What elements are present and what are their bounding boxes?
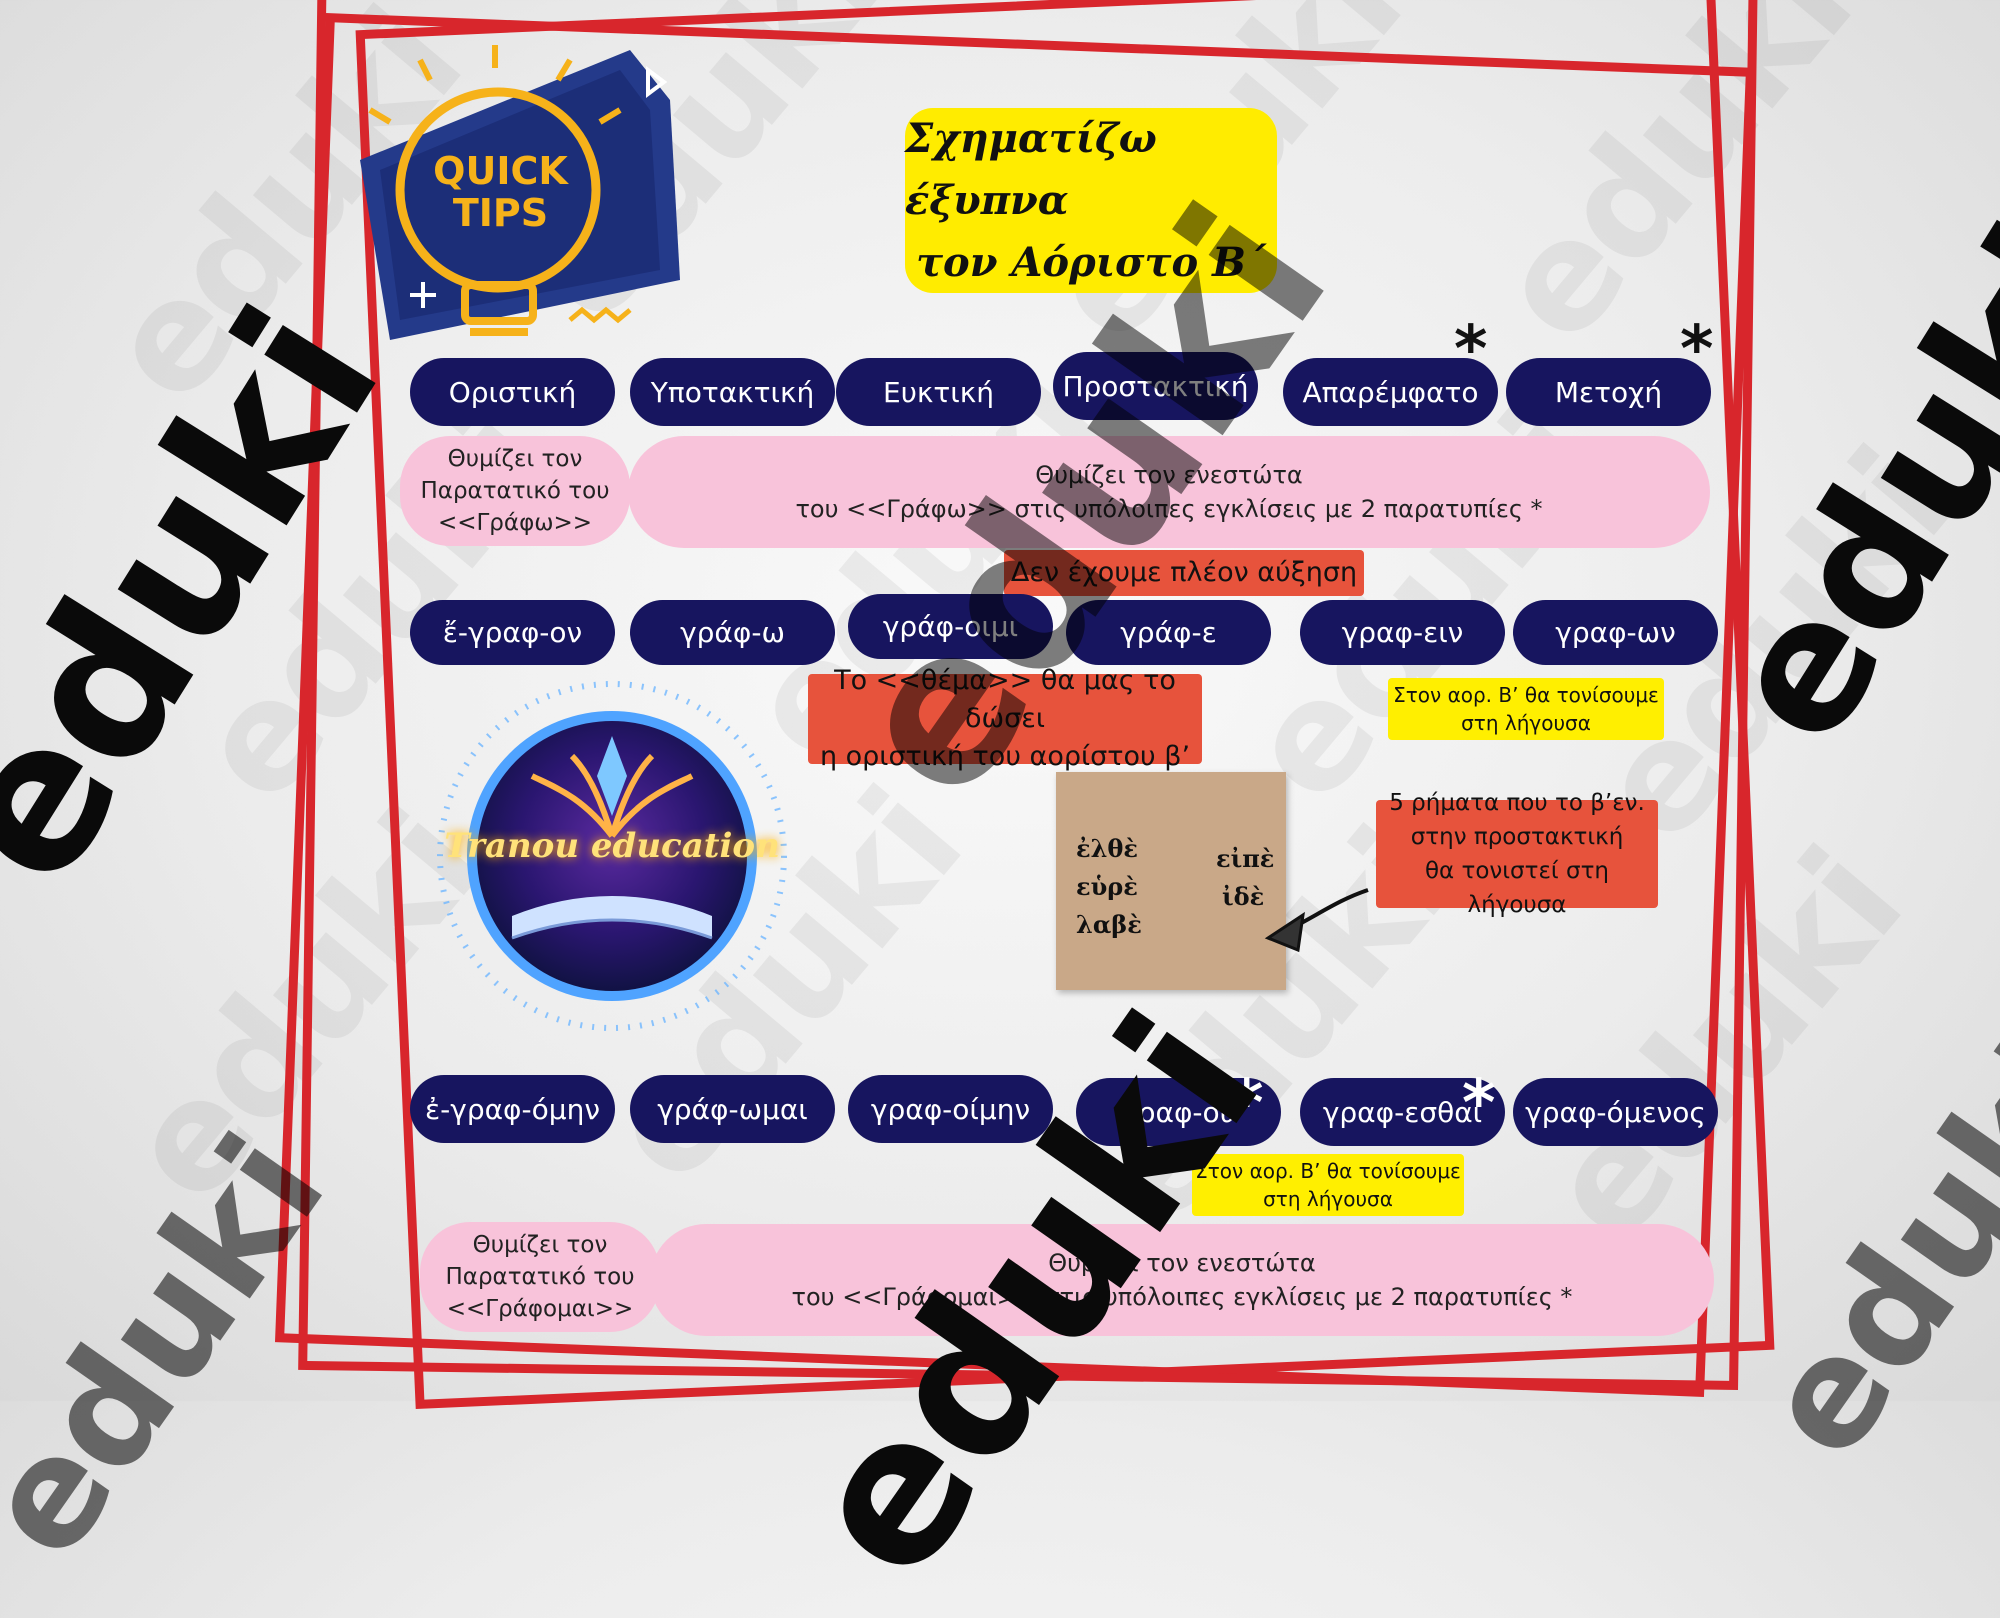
form-passive-optative: γραφ-οίμην [848,1075,1053,1143]
passive-accent-line-1: Στον αορ. Β’ θα τονίσουμε [1195,1159,1461,1183]
imperative-word: ἰδὲ [1222,882,1265,911]
logo-emblem-icon [437,681,787,1031]
quick-tips-text: QUICK TIPS [428,150,573,234]
passive-present-line-1: Θυμίζει τον ενεστώτα [1048,1249,1316,1277]
title-line-2: τον Αόριστο Β΄ [916,238,1266,286]
five-verbs-note: 5 ρήματα που το β’εν. στην προστακτική θ… [1376,790,1658,918]
active-accent-note: Στον αορ. Β’ θα τονίσουμε στη λήγουσα [1388,678,1664,740]
active-imperfect-note: Θυμίζει τον Παρατατικό του <<Γράφω>> [400,436,630,546]
quick-tips-badge: QUICK TIPS [330,40,690,370]
form-active-subjunctive: γράφ-ω [630,600,835,665]
mood-participle: Μετοχή [1506,358,1711,426]
asterisk-mark: * [1462,1067,1496,1141]
imperative-word: λαβὲ [1076,910,1142,939]
active-present-note: Θυμίζει τον ενεστώτα του <<Γράφω>> στις … [628,436,1710,548]
five-verbs-line-3: θα τονιστεί στη λήγουσα [1424,858,1610,918]
logo-text: Tranou education [444,826,780,866]
passive-present-line-2: του <<Γράφομαι>> στις υπόλοιπες εγκλίσει… [791,1283,1573,1311]
tips-label: TIPS [452,191,549,235]
imperative-word: ἐλθὲ [1076,834,1139,863]
form-passive-indicative: ἐ-γραφ-όμην [410,1075,615,1143]
mood-infinitive: Απαρέμφατο [1283,358,1498,426]
passive-present-note: Θυμίζει τον ενεστώτα του <<Γράφομαι>> στ… [650,1224,1714,1336]
active-accent-line-2: στη λήγουσα [1461,711,1591,735]
theme-line-2: η οριστική του αορίστου β’ [819,741,1191,772]
theme-line-1: Το <<θέμα>> θα μας το δώσει [834,665,1176,734]
mood-indicative: Οριστική [410,358,615,426]
mood-subjunctive: Υποτακτική [630,358,835,426]
form-active-infinitive: γραφ-ειν [1300,600,1505,665]
asterisk-mark: * [1680,313,1714,387]
imperatives-note-paper: ἐλθὲ εὑρὲ λαβὲ εἰπὲ ἰδὲ [1056,772,1286,990]
theme-note: Το <<θέμα>> θα μας το δώσει η οριστική τ… [808,665,1202,772]
mood-imperative: Προστακτική [1053,352,1258,420]
imperative-word: εὑρὲ [1076,872,1138,901]
imperative-word: εἰπὲ [1216,844,1275,873]
form-passive-subjunctive: γράφ-ωμαι [630,1075,835,1143]
title-line-1: Σχηματίζω έξυπνα [905,114,1157,224]
form-active-indicative: ἔ-γραφ-ον [410,600,615,665]
asterisk-mark: * [1230,1067,1264,1141]
quick-label: QUICK [433,149,568,193]
active-present-line-1: Θυμίζει τον ενεστώτα [1035,461,1303,489]
form-active-imperative: γράφ-ε [1066,600,1271,665]
form-passive-participle: γραφ-όμενος [1513,1078,1718,1146]
mood-optative: Ευκτική [836,358,1041,426]
passive-accent-note: Στον αορ. Β’ θα τονίσουμε στη λήγουσα [1192,1154,1464,1216]
form-active-participle: γραφ-ων [1513,600,1718,665]
passive-imperfect-note: Θυμίζει τον Παρατατικό του <<Γράφομαι>> [420,1222,660,1332]
five-verbs-line-2: στην προστακτική [1410,824,1624,850]
form-active-optative: γράφ-οιμι [848,594,1053,659]
no-augment-note: Δεν έχουμε πλέον αύξηση [1004,550,1364,596]
form-passive-imperative: γραφ-ου [1076,1078,1281,1146]
tranou-logo: Tranou education [432,676,792,1036]
active-accent-line-1: Στον αορ. Β’ θα τονίσουμε [1393,683,1659,707]
lightbulb-icon [360,45,680,340]
page-title: Σχηματίζω έξυπνα τον Αόριστο Β΄ [905,108,1277,293]
asterisk-mark: * [1454,313,1488,387]
five-verbs-line-1: 5 ρήματα που το β’εν. [1389,790,1645,816]
passive-accent-line-2: στη λήγουσα [1263,1187,1393,1211]
arrow-icon [1264,888,1369,953]
active-present-line-2: του <<Γράφω>> στις υπόλοιπες εγκλίσεις μ… [795,495,1543,523]
form-passive-infinitive: γραφ-εσθαι [1300,1078,1505,1146]
